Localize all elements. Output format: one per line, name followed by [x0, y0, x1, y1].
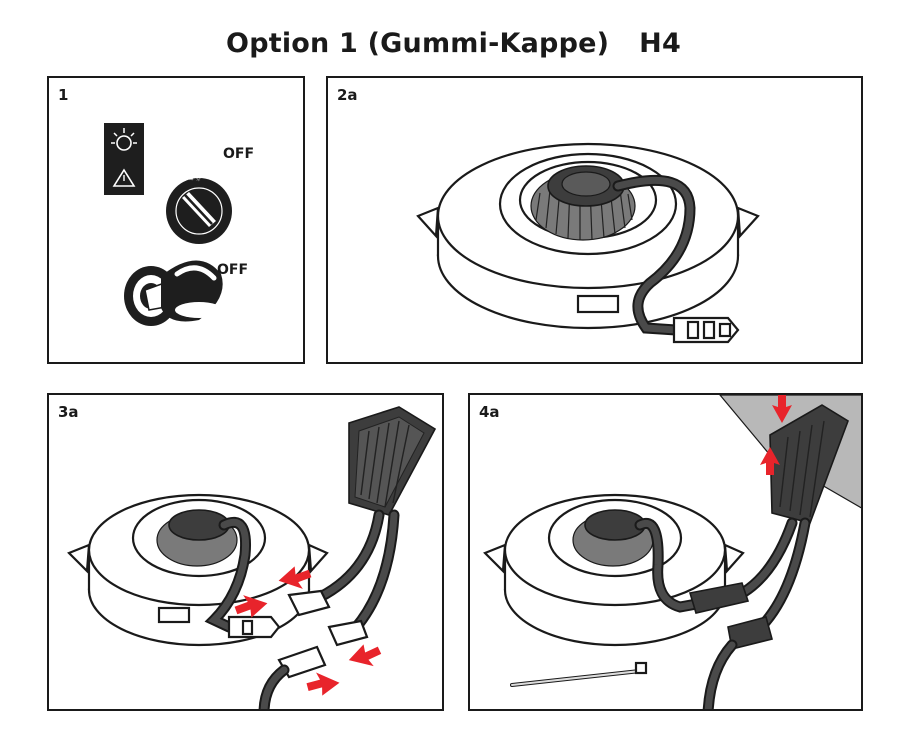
- panel-2a: 2a: [326, 76, 863, 364]
- key-off-label: OFF: [217, 262, 248, 278]
- panel-3a-label: 3a: [58, 403, 79, 421]
- panel-1: 0 ≈ ☼ OFF OFF 1: [47, 76, 305, 364]
- cable-tie-icon: [512, 663, 646, 685]
- headlight-bulb-icon: [418, 144, 758, 328]
- title-variant: H4: [639, 28, 681, 59]
- rotary-off-label: OFF: [223, 146, 254, 162]
- connector-plug-icon: [674, 318, 738, 342]
- panel-1-label: 1: [58, 86, 68, 104]
- page-title: Option 1 (Gummi-Kappe) H4: [0, 28, 907, 59]
- headlight-warning-panel-icon: [104, 123, 144, 195]
- panel-4a-label: 4a: [479, 403, 500, 421]
- panel-4a-illustration: [470, 395, 863, 711]
- title-main: Option 1 (Gummi-Kappe): [226, 28, 609, 59]
- rotary-light-switch-icon: 0 ≈ ☼: [166, 176, 232, 244]
- svg-text:0 ≈ ☼: 0 ≈ ☼: [183, 176, 202, 183]
- ignition-key-icon: [124, 260, 223, 326]
- driver-module-icon: [349, 407, 435, 515]
- panel-2a-label: 2a: [337, 86, 358, 104]
- panel-3a: 3a: [47, 393, 444, 711]
- connector-plug-icon: [229, 617, 279, 637]
- headlight-bulb-icon: [69, 495, 327, 645]
- panel-4a: 4a: [468, 393, 863, 711]
- headlight-bulb-icon: [485, 495, 743, 645]
- panel-3a-illustration: [49, 395, 444, 711]
- panel-1-illustration: 0 ≈ ☼ OFF OFF: [49, 78, 305, 364]
- panel-2a-illustration: [328, 78, 863, 364]
